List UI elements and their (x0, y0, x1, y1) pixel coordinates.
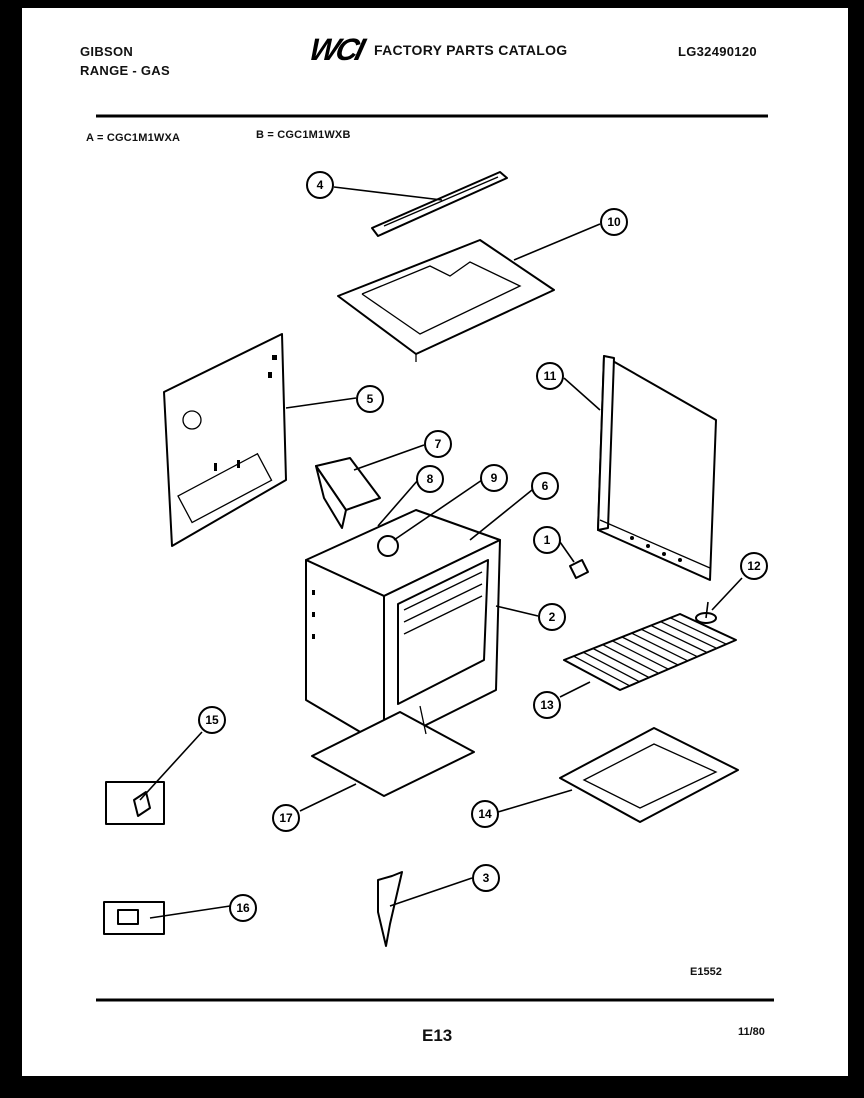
callout-6: 6 (531, 472, 559, 500)
callout-15: 15 (198, 706, 226, 734)
callout-10: 10 (600, 208, 628, 236)
rack-bar (602, 644, 659, 674)
rack-bar (592, 647, 650, 679)
product-type: RANGE - GAS (80, 63, 170, 78)
rack-bar (612, 640, 669, 670)
svg-text:1: 1 (544, 533, 551, 547)
rack-bar (621, 636, 679, 666)
model-a: A = CGC1M1WXA (86, 132, 181, 144)
catalog-title: FACTORY PARTS CATALOG (374, 42, 568, 58)
rack-bar (660, 621, 717, 649)
callout-7: 7 (424, 430, 452, 458)
svg-text:13: 13 (540, 698, 554, 712)
part-11-side-panel (597, 355, 717, 581)
part-7-vent-duct (315, 457, 381, 529)
part-13-oven-rack (563, 613, 737, 691)
callout-9: 9 (480, 464, 508, 492)
svg-text:14: 14 (478, 807, 492, 821)
rack-bar (650, 624, 708, 654)
model-b: B = CGC1M1WXB (256, 129, 351, 141)
svg-text:12: 12 (747, 559, 761, 573)
svg-text:17: 17 (279, 811, 293, 825)
part-14-broiler-pan (559, 727, 739, 823)
brand-name: GIBSON (80, 44, 134, 59)
svg-text:4: 4 (317, 178, 324, 192)
part-4-top-trim-strip (371, 171, 508, 237)
callout-13: 13 (533, 691, 561, 719)
catalog-number: LG32490120 (678, 44, 757, 59)
svg-text:10: 10 (607, 215, 621, 229)
svg-text:11: 11 (544, 369, 557, 383)
svg-text:15: 15 (205, 713, 219, 727)
svg-text:9: 9 (491, 471, 498, 485)
svg-text:16: 16 (236, 901, 250, 915)
part-12-leveling-screw (695, 601, 717, 624)
callout-14: 14 (471, 800, 499, 828)
callout-17: 17 (272, 804, 300, 832)
svg-text:3: 3 (483, 871, 490, 885)
part-5-back-panel (163, 333, 287, 547)
callout-3: 3 (472, 864, 500, 892)
rack-bar (631, 632, 688, 662)
svg-text:8: 8 (427, 472, 434, 486)
callout-2: 2 (538, 603, 566, 631)
leader-lines (139, 186, 743, 919)
rack-bar (573, 655, 630, 687)
part-17-oven-bottom (311, 705, 475, 797)
part-15-hinge-bracket (105, 781, 165, 825)
callout-5: 5 (356, 385, 384, 413)
svg-text:5: 5 (367, 392, 374, 406)
callout-8: 8 (416, 465, 444, 493)
callout-16: 16 (229, 894, 257, 922)
part-3-bracket-clip (377, 871, 403, 947)
rack-bar (670, 617, 727, 645)
rack-bar (583, 651, 640, 683)
callout-1: 1 (533, 526, 561, 554)
svg-text:2: 2 (549, 610, 556, 624)
part-10-top-panel (337, 239, 555, 362)
part-1-leveling-leg (569, 559, 589, 579)
callout-4: 4 (306, 171, 334, 199)
callout-11: 11 (536, 362, 564, 390)
svg-text:7: 7 (435, 437, 442, 451)
part-2-oven-body (305, 509, 501, 747)
callout-12: 12 (740, 552, 768, 580)
rack-bar (641, 628, 698, 658)
figure-code: E1552 (690, 966, 722, 978)
svg-text:6: 6 (542, 479, 549, 493)
print-date: 11/80 (738, 1026, 765, 1038)
page-number: E13 (422, 1026, 453, 1045)
